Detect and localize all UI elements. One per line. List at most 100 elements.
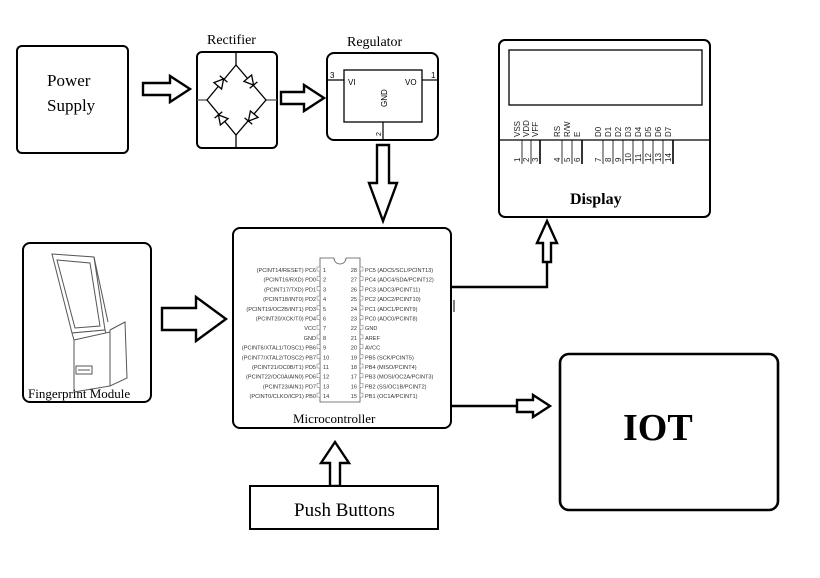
mcu-pin-pad — [359, 344, 364, 349]
iot-label: IOT — [623, 407, 693, 449]
mcu-right-pin-number: 23 — [351, 317, 357, 323]
lcd-pin-number: 6 — [573, 157, 582, 162]
mcu-pin-pad — [316, 305, 321, 311]
mcu-pin-pad — [359, 266, 364, 272]
regulator-pin-gnd-number: 2 — [376, 132, 383, 136]
regulator-block: Regulator 3 1 VI VO GND 2 — [326, 35, 439, 141]
mcu-right-pin-label: PC1 (ADC1/PCINT9) — [365, 307, 418, 313]
mcu-pin-pad — [359, 324, 364, 330]
microcontroller-label: Microcontroller — [293, 411, 376, 426]
mcu-left-pin-label: (PCINT0/CLKO/ICP1) PB0 — [249, 394, 316, 400]
mcu-pin-pad — [316, 324, 321, 330]
lcd-pin-number: 11 — [634, 153, 643, 162]
mcu-right-pin-label: PB5 (SCK/PCINT5) — [365, 355, 414, 361]
lcd-pin-name: R/W — [563, 121, 572, 137]
mcu-left-pin-label: (PCINT20/XCK/T0) PD4 — [256, 317, 316, 323]
mcu-right-pin-label: PB4 (MISO/PCINT4) — [365, 365, 417, 371]
arrow-microcontroller-to-iot — [515, 392, 553, 420]
mcu-pin-pad — [316, 373, 321, 378]
arrow-fingerprint-to-microcontroller — [160, 294, 229, 344]
mcu-right-pin-number: 28 — [351, 268, 357, 274]
lcd-pin-number: 7 — [594, 157, 603, 162]
mcu-right-pin-label: PC2 (ADC2/PCINT10) — [365, 297, 421, 303]
lcd-pin-number: 13 — [654, 153, 663, 162]
mcu-left-pin-label: (PCINT23/AIN1) PD7 — [263, 384, 316, 390]
mcu-left-pin-label: (PCINT19/OC2B/INT1) PD3 — [246, 307, 316, 313]
mcu-left-pin-label: (PCINT21/OC0B/T1) PD5 — [252, 365, 316, 371]
mcu-left-pin-label: (PCINT22/OC0A/AIN0) PD6 — [246, 375, 316, 381]
mcu-right-pin-label: PC5 (ADC5/SCL/PCINT13) — [365, 268, 433, 274]
mcu-right-pin-label: AREF — [365, 336, 381, 342]
iot-block: IOT — [558, 352, 780, 512]
lcd-pin-name: VDD — [522, 120, 531, 137]
mcu-pin-pad — [359, 276, 364, 281]
mcu-right-pin-label: PC4 (ADC4/SDA/PCINT12) — [365, 278, 434, 284]
lcd-pin-name: D7 — [664, 126, 673, 137]
mcu-right-pin-label: PB1 (OC1A/PCINT1) — [365, 394, 418, 400]
mcu-left-pin-number: 2 — [323, 278, 326, 284]
mcu-pin-pad — [316, 354, 321, 359]
mcu-right-pin-number: 22 — [351, 326, 357, 332]
mcu-left-pin-label: (PCINT14/RESET) PC6 — [257, 268, 316, 274]
push-buttons-box — [249, 485, 439, 530]
wire-microcontroller-to-display — [451, 262, 549, 289]
lcd-pin-group: VSS1VDD2VFF3RS4R/W5E6D07D18D29D310D411D5… — [513, 120, 674, 164]
lcd-pin-number: 5 — [563, 157, 572, 162]
arrow-regulator-to-microcontroller — [367, 143, 399, 225]
mcu-pin-pad — [359, 354, 364, 359]
mcu-pin-pad — [359, 383, 364, 388]
display-block: VSS1VDD2VFF3RS4R/W5E6D07D18D29D310D411D5… — [498, 39, 711, 218]
mcu-pin-pad — [359, 295, 364, 301]
mcu-pin-pad — [359, 363, 364, 369]
mcu-right-pin-label: GND — [365, 326, 377, 332]
mcu-left-pin-number: 13 — [323, 384, 329, 390]
mcu-left-pin-number: 11 — [323, 365, 329, 371]
mcu-left-pin-number: 5 — [323, 307, 326, 313]
mcu-right-pin-number: 21 — [351, 336, 357, 342]
mcu-right-pin-label: AVCC — [365, 346, 380, 352]
lcd-pin-name: D5 — [644, 126, 653, 137]
mcu-left-pin-number: 14 — [323, 394, 329, 400]
regulator-pin-in-number: 3 — [330, 71, 335, 80]
mcu-right-pin-label: PC0 (ADC0/PCINT8) — [365, 317, 418, 323]
mcu-right-pin-label: PB2 (SS/OC1B/PCINT2) — [365, 384, 427, 390]
mcu-pin-pad — [359, 373, 364, 378]
mcu-right-pin-number: 15 — [351, 394, 357, 400]
mcu-right-pin-number: 18 — [351, 365, 357, 371]
rectifier-label: Rectifier — [207, 33, 256, 48]
lcd-pin-number: 9 — [614, 157, 623, 162]
regulator-pin-out-number: 1 — [431, 71, 436, 80]
mcu-pin-pad — [359, 315, 364, 320]
arrow-rectifier-to-regulator — [279, 82, 327, 114]
mcu-pin-pad — [359, 334, 364, 340]
lcd-screen — [508, 49, 703, 106]
lcd-pin-number: 12 — [644, 153, 653, 162]
mcu-pin-pad — [316, 392, 321, 398]
mcu-right-pin-number: 20 — [351, 346, 357, 352]
regulator-pin-vo: VO — [405, 78, 417, 87]
arrow-power-to-rectifier — [141, 73, 193, 105]
power-supply-block: Power Supply — [16, 45, 129, 154]
mcu-pin-pad — [316, 363, 321, 369]
power-supply-box — [16, 45, 129, 154]
lcd-pin-number: 14 — [664, 153, 673, 162]
atmega-chip-outline — [319, 257, 361, 403]
mcu-left-pin-number: 3 — [323, 287, 326, 293]
mcu-pin-pad — [359, 392, 364, 398]
lcd-pin-name: D2 — [614, 126, 623, 137]
rectifier-block: Rectifier — [196, 33, 278, 149]
mcu-right-pin-number: 24 — [351, 307, 357, 313]
mcu-left-pin-number: 6 — [323, 317, 326, 323]
mcu-left-pin-label: (PCINT18/INT0) PD2 — [263, 297, 316, 303]
mcu-right-pin-number: 16 — [351, 384, 357, 390]
push-buttons-label: Push Buttons — [294, 500, 395, 521]
lcd-pin-number: 2 — [522, 157, 531, 162]
regulator-label: Regulator — [347, 35, 403, 50]
mcu-left-pin-label: (PCINT17/TXD) PD1 — [264, 287, 316, 293]
push-buttons-block: Push Buttons — [249, 485, 439, 530]
mcu-left-pin-label: VCC — [304, 326, 316, 332]
mcu-pin-pad — [359, 305, 364, 311]
